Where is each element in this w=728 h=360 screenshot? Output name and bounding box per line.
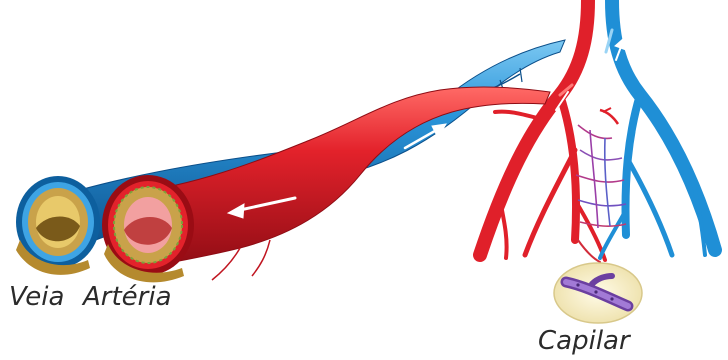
capillary-inset <box>554 263 642 323</box>
artery-cross-section <box>102 175 194 282</box>
artery-label: Artéria <box>83 284 172 310</box>
vein-cross-section <box>16 176 100 275</box>
capillary-label: Capilar <box>538 328 630 354</box>
vein-branches <box>600 0 715 258</box>
capillary-network <box>576 108 626 228</box>
vein-label: Veia <box>9 284 64 310</box>
